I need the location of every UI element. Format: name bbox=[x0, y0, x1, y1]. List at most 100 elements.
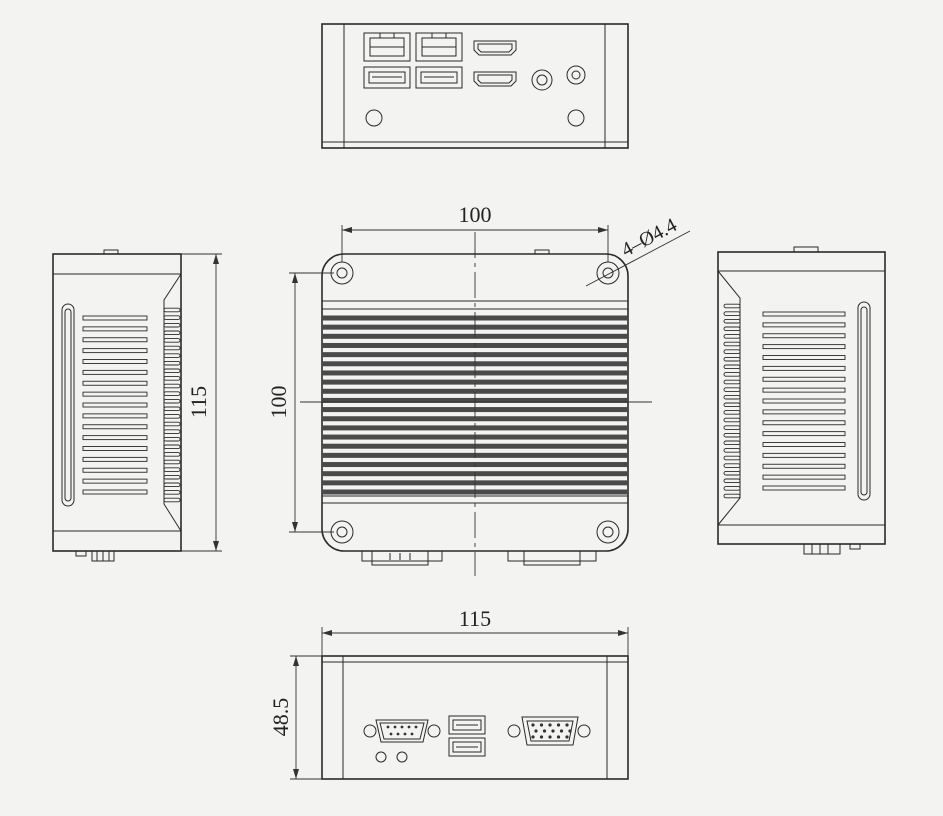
comb-tooth bbox=[163, 452, 181, 457]
vga-pin bbox=[551, 729, 555, 733]
comb-tooth bbox=[163, 391, 181, 396]
vent-slot bbox=[82, 369, 148, 375]
hole-callout: 4–Ø4.4 bbox=[585, 214, 691, 287]
vga-port bbox=[507, 716, 591, 746]
comb-tooth bbox=[163, 406, 181, 412]
vga-pin bbox=[548, 735, 552, 739]
right-side-tab bbox=[793, 246, 819, 253]
vent-slot bbox=[82, 456, 148, 462]
comb-tooth bbox=[163, 360, 181, 366]
vga-pin bbox=[534, 729, 538, 733]
hole-callout-label: 4–Ø4.4 bbox=[618, 214, 681, 261]
vent-slot bbox=[762, 322, 846, 328]
right-side-view bbox=[717, 246, 886, 555]
vent-slot bbox=[762, 333, 846, 339]
led-hole bbox=[375, 751, 387, 763]
antenna-hole bbox=[365, 109, 383, 127]
comb-tooth bbox=[723, 379, 741, 385]
vga-pin bbox=[539, 723, 544, 727]
comb-tooth bbox=[163, 497, 181, 503]
vent-slot bbox=[82, 489, 148, 495]
vent-slot bbox=[82, 478, 148, 484]
right-side-connector bbox=[803, 543, 841, 555]
vent-slot bbox=[762, 452, 846, 458]
comb-tooth bbox=[163, 345, 181, 351]
vent-slot bbox=[82, 315, 148, 321]
vent-slot bbox=[762, 387, 846, 393]
comb-tooth bbox=[723, 311, 741, 316]
antenna-hole bbox=[567, 109, 585, 127]
comb-tooth bbox=[723, 356, 741, 362]
comb-tooth bbox=[723, 470, 741, 476]
vent-slot bbox=[82, 467, 148, 473]
comb-tooth bbox=[163, 482, 181, 488]
comb-tooth bbox=[163, 467, 181, 472]
comb-tooth bbox=[723, 478, 741, 484]
vent-slot bbox=[82, 402, 148, 408]
vga-pin bbox=[539, 735, 544, 739]
comb-tooth bbox=[163, 436, 181, 442]
mount-hole bbox=[330, 261, 354, 285]
vent-slot bbox=[82, 413, 148, 419]
comb-tooth bbox=[163, 459, 181, 465]
comb-tooth bbox=[723, 425, 741, 430]
vent-slot bbox=[82, 359, 148, 364]
side-length-dimension: 115 bbox=[181, 253, 222, 552]
vent-slot bbox=[762, 311, 846, 317]
comb-tooth bbox=[723, 349, 741, 354]
comb-tooth bbox=[723, 410, 741, 415]
comb-tooth bbox=[163, 398, 181, 404]
comb-tooth bbox=[723, 364, 741, 370]
mount-hole bbox=[596, 520, 620, 544]
comb-tooth bbox=[163, 315, 181, 320]
heatsink-fin bbox=[322, 416, 628, 422]
audio-jack bbox=[531, 69, 553, 91]
comb-tooth bbox=[163, 490, 181, 495]
mount-hole bbox=[596, 261, 620, 285]
vent-slot bbox=[762, 365, 846, 371]
vent-slot bbox=[82, 446, 148, 451]
top-view-vga-connector bbox=[507, 550, 597, 566]
vent-slot bbox=[82, 380, 148, 386]
vga-pin bbox=[565, 723, 569, 727]
right-fins bbox=[762, 311, 846, 491]
comb-tooth bbox=[163, 368, 181, 374]
comb-tooth bbox=[723, 318, 741, 324]
vga-pin bbox=[531, 735, 535, 739]
comb-tooth bbox=[163, 338, 181, 343]
right-vent-slot bbox=[857, 301, 871, 501]
vent-slot bbox=[82, 424, 148, 430]
comb-tooth bbox=[723, 402, 741, 408]
comb-tooth bbox=[723, 341, 741, 347]
top-width-label: 100 bbox=[459, 202, 492, 227]
usb-port bbox=[448, 715, 486, 735]
comb-tooth bbox=[163, 414, 181, 419]
left-side-foot bbox=[75, 550, 87, 557]
comb-tooth bbox=[723, 463, 741, 468]
left-side-view: 115 bbox=[52, 249, 222, 562]
comb-tooth bbox=[723, 387, 741, 392]
rear-panel-view bbox=[321, 23, 629, 149]
rear-panel-outline bbox=[321, 23, 629, 149]
comb-tooth bbox=[163, 376, 181, 381]
right-side-outline bbox=[717, 251, 886, 545]
comb-tooth bbox=[723, 394, 741, 400]
comb-tooth bbox=[723, 432, 741, 438]
left-side-connector bbox=[91, 550, 115, 562]
vga-pin bbox=[556, 735, 561, 739]
comb-tooth bbox=[723, 417, 741, 423]
vent-slot bbox=[762, 485, 846, 491]
right-comb bbox=[723, 303, 741, 499]
vga-pin bbox=[548, 723, 552, 727]
vent-slot bbox=[762, 376, 846, 382]
comb-tooth bbox=[163, 353, 181, 358]
front-panel-outline bbox=[321, 655, 629, 780]
top-view-serial-connector bbox=[361, 550, 443, 566]
hdmi-port bbox=[473, 71, 517, 87]
vent-slot bbox=[762, 431, 846, 437]
vga-pin bbox=[542, 729, 547, 733]
vent-slot bbox=[762, 442, 846, 447]
serial-port bbox=[363, 719, 441, 743]
vga-pin bbox=[565, 735, 569, 739]
